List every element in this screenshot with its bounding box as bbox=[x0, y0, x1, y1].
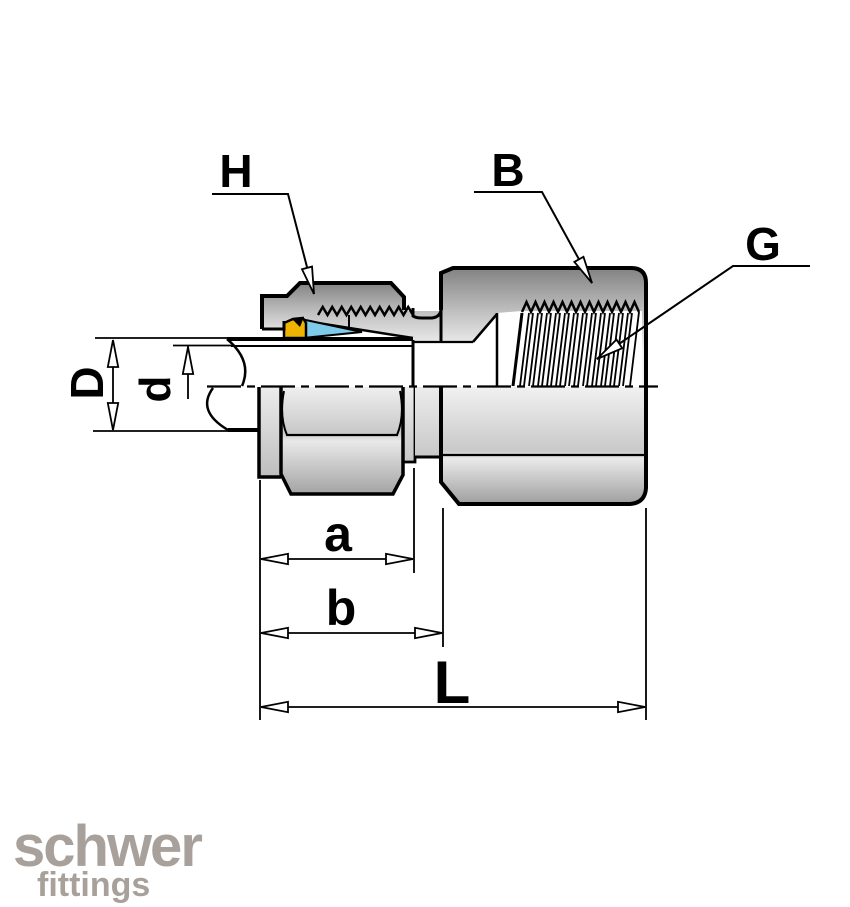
dimension-d: d bbox=[131, 344, 231, 403]
dim-d-label: d bbox=[131, 376, 180, 403]
logo: schwer fittings bbox=[13, 814, 204, 904]
nut-collar bbox=[257, 387, 281, 479]
callout-g: G bbox=[593, 218, 810, 365]
logo-tagline: fittings bbox=[37, 866, 150, 904]
dimension-L: L bbox=[259, 480, 647, 720]
callout-b-label: B bbox=[491, 144, 524, 196]
body-outline bbox=[439, 266, 648, 386]
dim-a-label: a bbox=[324, 506, 353, 562]
logo-brand: schwer bbox=[13, 814, 202, 879]
dim-L-label: L bbox=[434, 649, 471, 716]
nut-hex bbox=[279, 387, 405, 496]
dimension-a: a bbox=[260, 468, 415, 573]
tube bbox=[226, 337, 415, 387]
dim-b-label: b bbox=[326, 580, 357, 636]
tube-break-line-bottom bbox=[205, 387, 229, 432]
cutting-edge-notch bbox=[293, 317, 304, 327]
female-thread-crests bbox=[520, 298, 641, 316]
tube-bottom bbox=[205, 387, 259, 432]
callout-g-label: G bbox=[745, 218, 781, 270]
leader-b bbox=[474, 191, 593, 284]
callout-b: B bbox=[474, 144, 598, 287]
callout-h: H bbox=[212, 145, 320, 297]
tube-break-line-top bbox=[226, 338, 247, 387]
body-section bbox=[305, 268, 646, 386]
thread-runout-groove bbox=[411, 308, 443, 320]
washer-ring bbox=[403, 387, 417, 464]
body-bore-lines bbox=[413, 310, 499, 386]
male-thread-stub bbox=[415, 387, 441, 459]
dimension-b: b bbox=[260, 508, 444, 647]
nut-bore-line bbox=[262, 321, 286, 331]
dimension-D: D bbox=[61, 337, 228, 432]
dim-D-label: D bbox=[61, 366, 113, 399]
male-thread-zigzag bbox=[316, 304, 415, 318]
callout-h-label: H bbox=[219, 145, 252, 197]
body-hex bbox=[439, 387, 648, 506]
leader-g bbox=[596, 265, 810, 360]
leader-h bbox=[212, 193, 315, 295]
nut-outline bbox=[260, 281, 406, 329]
